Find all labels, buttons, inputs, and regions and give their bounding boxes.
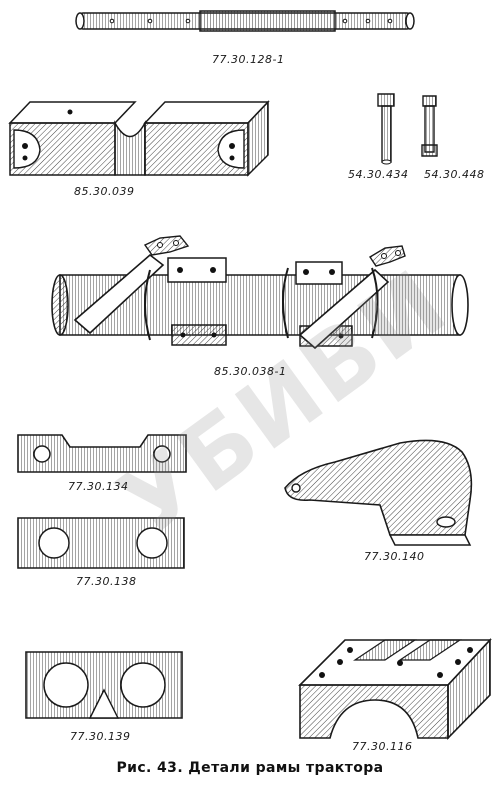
- plate-slotted-drawing: [26, 652, 182, 718]
- shaft-drawing: [76, 11, 414, 31]
- label-plate-two-holes: 77.30.138: [76, 575, 137, 588]
- label-plate-notched: 77.30.134: [68, 480, 129, 493]
- bracket-block-drawing: [10, 102, 268, 175]
- figure-caption: Рис. 43. Детали рамы трактора: [116, 760, 384, 776]
- label-arm-bracket: 77.30.140: [364, 550, 425, 563]
- plate-two-holes-drawing: [18, 518, 184, 568]
- bolt-long-drawing: [422, 96, 437, 156]
- label-shaft: 77.30.128-1: [212, 53, 285, 66]
- label-frame-beam-assembly: 85.30.038-1: [214, 365, 287, 378]
- bearing-cap-drawing: [300, 640, 490, 738]
- label-bracket-block: 85.30.039: [74, 185, 135, 198]
- label-bolt-short: 54.30.434: [348, 168, 409, 181]
- frame-beam-assembly-drawing: [52, 236, 468, 348]
- plate-notched-drawing: [18, 435, 186, 472]
- label-bearing-cap: 77.30.116: [352, 740, 413, 753]
- label-plate-slotted: 77.30.139: [70, 730, 131, 743]
- arm-bracket-drawing: [285, 440, 471, 545]
- bolt-short-drawing: [378, 94, 394, 164]
- label-bolt-long: 54.30.448: [424, 168, 485, 181]
